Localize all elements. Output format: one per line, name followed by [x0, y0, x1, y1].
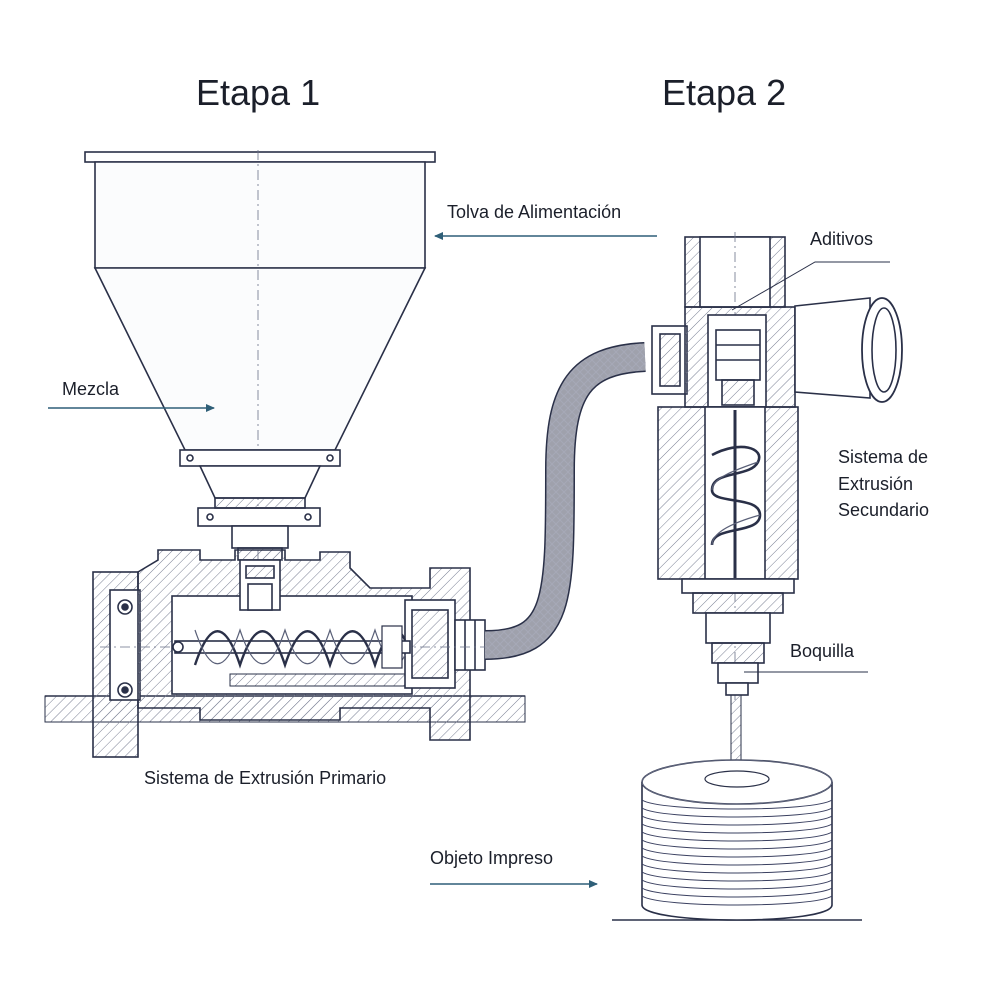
secondary-extruder-label-line3: Secundario: [838, 500, 930, 520]
stage-2-title: Etapa 2: [662, 72, 787, 113]
secondary-extruder-label-line2: Extrusión: [838, 474, 914, 494]
secondary-extruder: [651, 232, 903, 781]
transfer-hose: [484, 342, 647, 660]
primary-extruder: [44, 549, 540, 758]
secondary-extruder-label-line1: Sistema de: [838, 447, 929, 467]
mix-label: Mezcla: [62, 379, 120, 399]
additives-label: Aditivos: [810, 229, 874, 249]
primary-extruder-label: Sistema de Extrusión Primario: [144, 768, 387, 788]
stage-1-title: Etapa 1: [196, 72, 321, 113]
layer-lines: [641, 799, 833, 906]
printed-object: [612, 759, 862, 921]
hopper: [84, 150, 436, 600]
additives-leader: [731, 261, 890, 311]
hopper-label: Tolva de Alimentación: [447, 202, 622, 222]
printed-object-label: Objeto Impreso: [430, 848, 554, 868]
nozzle-label: Boquilla: [790, 641, 855, 661]
annotation-arrows: [48, 232, 890, 888]
